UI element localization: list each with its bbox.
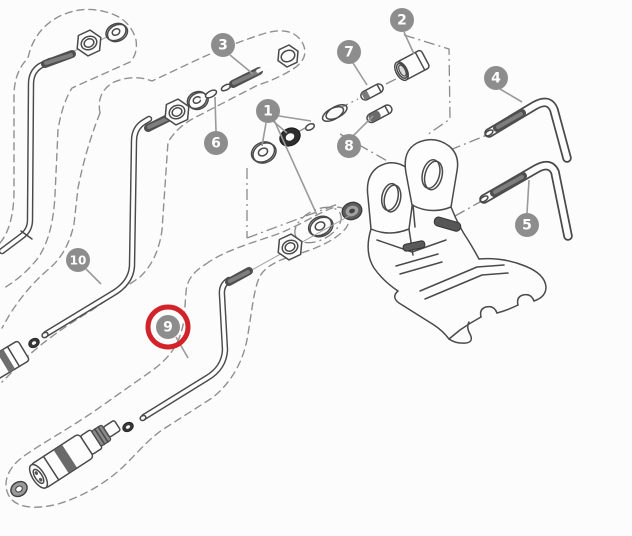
part-badge-9: 9 <box>145 304 191 350</box>
svg-text:4: 4 <box>491 71 501 87</box>
part-badge-10: 10 <box>66 248 90 272</box>
o-ring-1 <box>279 127 301 147</box>
stabilizer-rod-9 <box>10 210 359 498</box>
clevis-bracket <box>366 138 547 344</box>
svg-text:9: 9 <box>163 320 173 336</box>
bushing-cylinder-edge <box>0 340 30 382</box>
spacer-bushing-2 <box>394 49 430 82</box>
bracket-foot-plate <box>394 257 547 344</box>
svg-text:3: 3 <box>218 38 228 54</box>
leader-line-8 <box>352 115 374 137</box>
svg-text:8: 8 <box>344 139 354 155</box>
svg-text:2: 2 <box>397 13 407 29</box>
pivot-bushing-kit <box>250 103 363 238</box>
part-badge-6: 6 <box>204 131 228 155</box>
rubber-bushing-assembly <box>28 420 121 489</box>
washer-1a <box>250 141 277 164</box>
group-outline-rod-10-left <box>1 112 101 329</box>
group-outline-rod-a <box>0 8 138 289</box>
rod-tip <box>41 331 49 339</box>
leader-lines <box>85 31 530 359</box>
part-badge-1: 1 <box>256 99 280 123</box>
highlight-ring <box>145 304 191 350</box>
part-badge-4: 4 <box>484 66 508 90</box>
part-badge-3: 3 <box>211 33 235 57</box>
leader-line-4 <box>499 88 523 103</box>
spacer-sleeve-6 <box>200 83 232 101</box>
hex-nut-a <box>76 29 102 57</box>
flanged-bushing-1 <box>304 103 348 132</box>
leader-line-3 <box>229 54 254 75</box>
group-outline-rod-9 <box>5 206 350 508</box>
part-badges: 1 2 3 4 5 6 7 8 9 10 <box>66 8 539 350</box>
svg-text:5: 5 <box>522 218 532 234</box>
leader-line-5 <box>526 179 530 214</box>
svg-text:7: 7 <box>344 45 354 61</box>
leader-line-9 <box>175 336 189 359</box>
stabilizer-rod-upper-left <box>0 22 129 255</box>
leader-line-1 <box>261 122 267 147</box>
part-badge-7: 7 <box>337 40 361 64</box>
svg-text:1: 1 <box>263 104 273 120</box>
part-badge-5: 5 <box>515 213 539 237</box>
svg-text:10: 10 <box>70 254 87 268</box>
group-outlines <box>0 8 350 508</box>
part-badge-8: 8 <box>337 134 361 158</box>
washer-a <box>105 22 129 43</box>
l-pin-4 <box>484 97 572 163</box>
leader-line-7 <box>352 62 368 86</box>
o-ring-b <box>28 337 40 349</box>
leader-line-6 <box>214 96 217 132</box>
washer-1d <box>307 215 334 238</box>
group-outline-rod-10-right <box>1 30 306 383</box>
hex-nut-b <box>164 98 190 126</box>
hex-bolt-3 <box>229 44 299 88</box>
part-badge-2: 2 <box>390 8 414 32</box>
leader-line-10 <box>85 268 102 285</box>
leader-line-2 <box>403 31 415 55</box>
leader-line-1 <box>278 115 312 122</box>
l-pin-5 <box>479 160 573 241</box>
pin-8 <box>366 104 393 124</box>
o-ring-c <box>122 421 134 433</box>
bearing-bushing <box>341 201 363 221</box>
pin-7 <box>360 83 384 101</box>
hex-nut-c <box>277 233 303 261</box>
washer-d <box>10 480 28 498</box>
leader-line-1 <box>273 119 318 216</box>
svg-text:6: 6 <box>211 136 221 152</box>
fastener-stack-middle <box>164 44 299 126</box>
